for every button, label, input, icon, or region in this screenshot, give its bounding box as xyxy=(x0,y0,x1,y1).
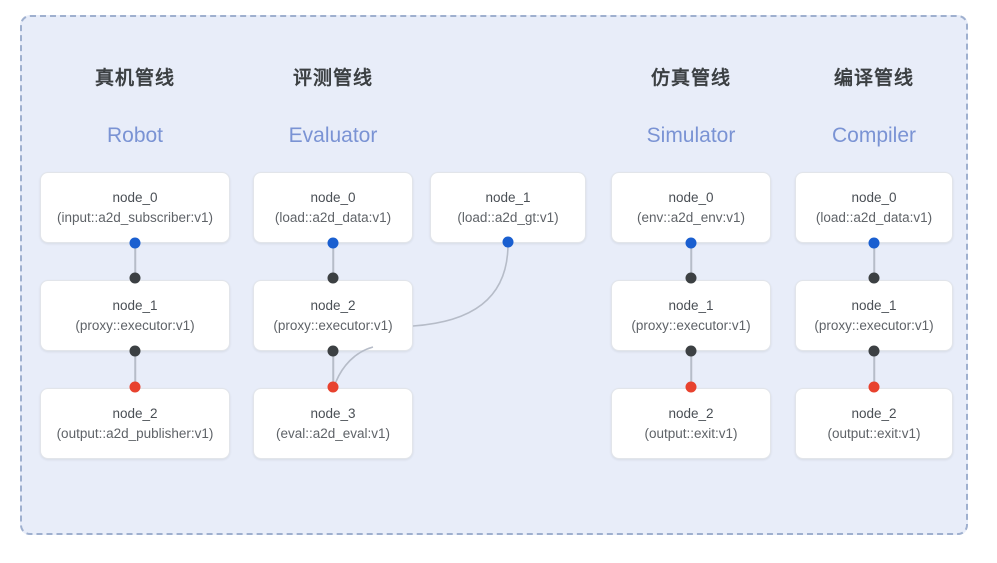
port-input-simulator-2[interactable] xyxy=(685,381,697,393)
port-output-robot-0[interactable] xyxy=(129,237,141,249)
node-name: node_2 xyxy=(310,297,356,313)
node-card-compiler-2[interactable]: node_2 (output::exit:v1) xyxy=(795,388,953,459)
link-compiler-1-2 xyxy=(873,351,875,387)
node-card-evaluator-0[interactable]: node_0 (load::a2d_data:v1) xyxy=(253,172,413,243)
node-card-compiler-0[interactable]: node_0 (load::a2d_data:v1) xyxy=(795,172,953,243)
column-title-en-robot: Robot xyxy=(106,124,164,147)
port-input-compiler-2[interactable] xyxy=(868,381,880,393)
link-robot-0-1 xyxy=(134,243,136,278)
column-title-cn-evaluator: 评测管线 xyxy=(292,68,373,89)
port-output-compiler-0[interactable] xyxy=(868,237,880,249)
port-input-simulator-1[interactable] xyxy=(685,272,697,284)
node-card-simulator-2[interactable]: node_2 (output::exit:v1) xyxy=(611,388,771,459)
node-name: node_1 xyxy=(851,297,897,313)
port-output-compiler-1[interactable] xyxy=(868,345,880,357)
column-title-en-evaluator: Evaluator xyxy=(288,124,378,147)
port-input-compiler-1[interactable] xyxy=(868,272,880,284)
node-type: (proxy::executor:v1) xyxy=(75,317,195,333)
node-card-compiler-1[interactable]: node_1 (proxy::executor:v1) xyxy=(795,280,953,351)
link-simulator-0-1 xyxy=(690,243,692,278)
node-name: node_1 xyxy=(112,297,158,313)
link-evaluator-2-3 xyxy=(332,351,334,387)
link-compiler-0-1 xyxy=(873,243,875,278)
column-title-en-compiler: Compiler xyxy=(831,124,917,147)
node-card-simulator-0[interactable]: node_0 (env::a2d_env:v1) xyxy=(611,172,771,243)
port-output-evaluator-2[interactable] xyxy=(327,345,339,357)
node-name: node_0 xyxy=(112,189,158,205)
port-output-simulator-0[interactable] xyxy=(685,237,697,249)
node-card-evaluator-3[interactable]: node_3 (eval::a2d_eval:v1) xyxy=(253,388,413,459)
column-title-cn-compiler: 编译管线 xyxy=(833,68,914,89)
node-card-robot-0[interactable]: node_0 (input::a2d_subscriber:v1) xyxy=(40,172,230,243)
node-name: node_2 xyxy=(668,405,714,421)
node-name: node_0 xyxy=(668,189,714,205)
node-type: (proxy::executor:v1) xyxy=(814,317,934,333)
column-title-cn-robot: 真机管线 xyxy=(94,68,175,89)
node-card-evaluator-1[interactable]: node_1 (load::a2d_gt:v1) xyxy=(430,172,586,243)
node-card-robot-1[interactable]: node_1 (proxy::executor:v1) xyxy=(40,280,230,351)
node-type: (output::a2d_publisher:v1) xyxy=(56,425,214,441)
node-type: (env::a2d_env:v1) xyxy=(636,209,746,225)
port-input-robot-2[interactable] xyxy=(129,381,141,393)
node-name: node_1 xyxy=(668,297,714,313)
node-name: node_2 xyxy=(851,405,897,421)
column-title-cn-simulator: 仿真管线 xyxy=(650,68,731,89)
node-card-simulator-1[interactable]: node_1 (proxy::executor:v1) xyxy=(611,280,771,351)
node-type: (proxy::executor:v1) xyxy=(273,317,393,333)
node-type: (input::a2d_subscriber:v1) xyxy=(56,209,214,225)
port-output-evaluator-1[interactable] xyxy=(502,236,514,248)
column-title-en-simulator: Simulator xyxy=(646,124,736,147)
node-type: (proxy::executor:v1) xyxy=(631,317,751,333)
link-evaluator-0-2 xyxy=(332,243,334,278)
node-type: (output::exit:v1) xyxy=(827,425,921,441)
node-type: (output::exit:v1) xyxy=(644,425,738,441)
node-name: node_1 xyxy=(485,189,531,205)
port-output-robot-1[interactable] xyxy=(129,345,141,357)
node-name: node_2 xyxy=(112,405,158,421)
port-output-simulator-1[interactable] xyxy=(685,345,697,357)
node-type: (load::a2d_data:v1) xyxy=(274,209,392,225)
node-name: node_0 xyxy=(310,189,356,205)
node-name: node_0 xyxy=(851,189,897,205)
node-name: node_3 xyxy=(310,405,356,421)
node-type: (eval::a2d_eval:v1) xyxy=(275,425,391,441)
port-output-evaluator-0[interactable] xyxy=(327,237,339,249)
node-type: (load::a2d_data:v1) xyxy=(815,209,933,225)
link-simulator-1-2 xyxy=(690,351,692,387)
port-input-evaluator-3[interactable] xyxy=(327,381,339,393)
port-input-robot-1[interactable] xyxy=(129,272,141,284)
node-card-evaluator-2[interactable]: node_2 (proxy::executor:v1) xyxy=(253,280,413,351)
port-input-evaluator-2[interactable] xyxy=(327,272,339,284)
link-robot-1-2 xyxy=(134,351,136,387)
node-card-robot-2[interactable]: node_2 (output::a2d_publisher:v1) xyxy=(40,388,230,459)
node-type: (load::a2d_gt:v1) xyxy=(457,209,559,225)
